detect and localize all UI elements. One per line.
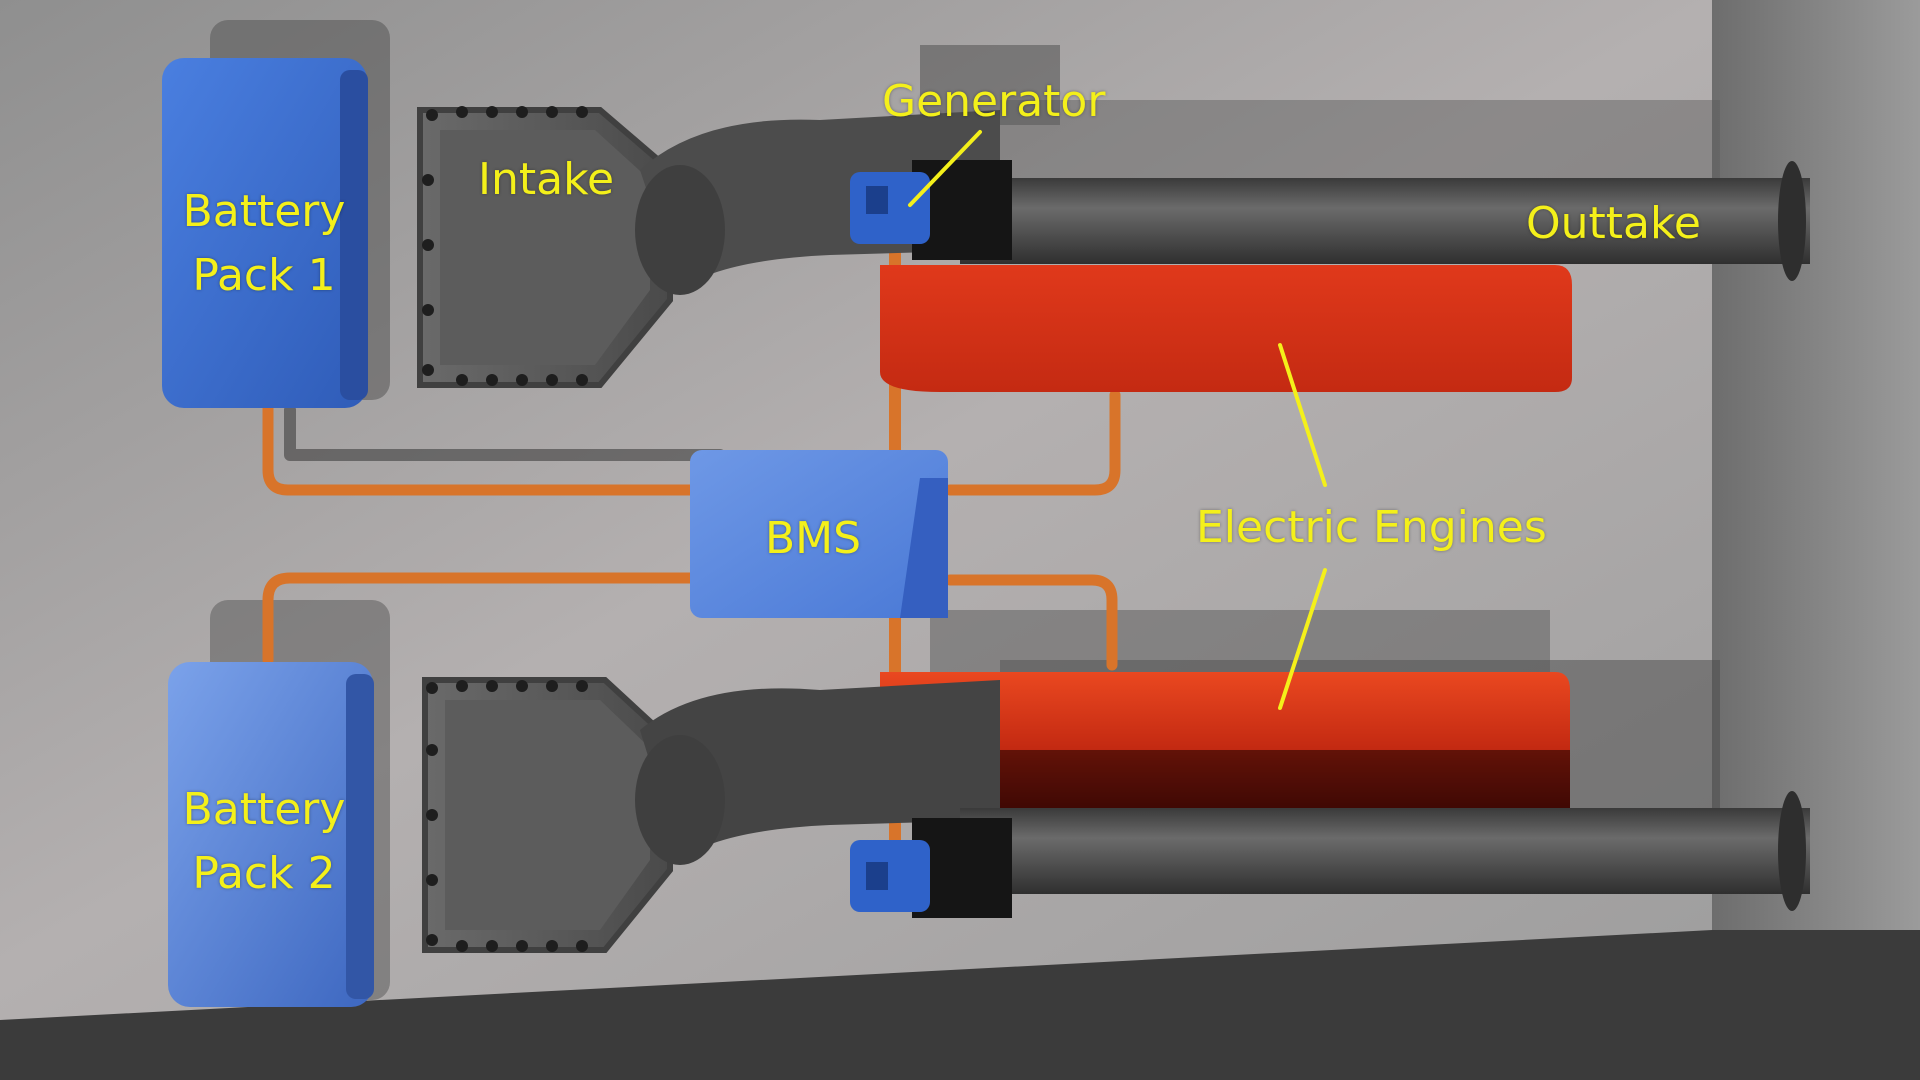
battery-pack-2-label: Battery Pack 2 — [164, 778, 364, 906]
electric-engines-label: Electric Engines — [1196, 502, 1547, 553]
battery-pack-1-label: Battery Pack 1 — [164, 180, 364, 308]
generator-label: Generator — [882, 76, 1106, 127]
outtake-pipe-top — [960, 178, 1810, 264]
intake-bolts — [422, 106, 588, 952]
outtake-label: Outtake — [1526, 198, 1701, 249]
floor-shadow — [0, 930, 1920, 1080]
outtake-flange-bottom — [1778, 791, 1806, 911]
generator-top — [850, 172, 930, 244]
bms-box — [690, 450, 948, 618]
engine-top — [880, 265, 1572, 392]
battery-pack-2-label-line1: Battery — [182, 784, 346, 835]
right-wall — [1712, 0, 1920, 1080]
battery-pack-2 — [168, 662, 373, 1007]
outtake-flange-top — [1778, 161, 1806, 281]
duct-bottom — [640, 680, 1000, 860]
generator-bottom — [850, 840, 930, 912]
outtake-pipe-bottom — [960, 808, 1810, 894]
duct-top — [640, 110, 1000, 290]
bms-label: BMS — [765, 513, 862, 564]
battery-pack-2-label-line2: Pack 2 — [192, 847, 336, 899]
intake-label: Intake — [478, 154, 615, 205]
battery-pack-1-label-line2: Pack 1 — [192, 249, 336, 301]
leader-lines — [908, 130, 1327, 710]
battery-pack-1 — [162, 58, 367, 408]
battery-pack-1-label-line1: Battery — [182, 186, 346, 237]
intake-bottom — [422, 677, 673, 953]
